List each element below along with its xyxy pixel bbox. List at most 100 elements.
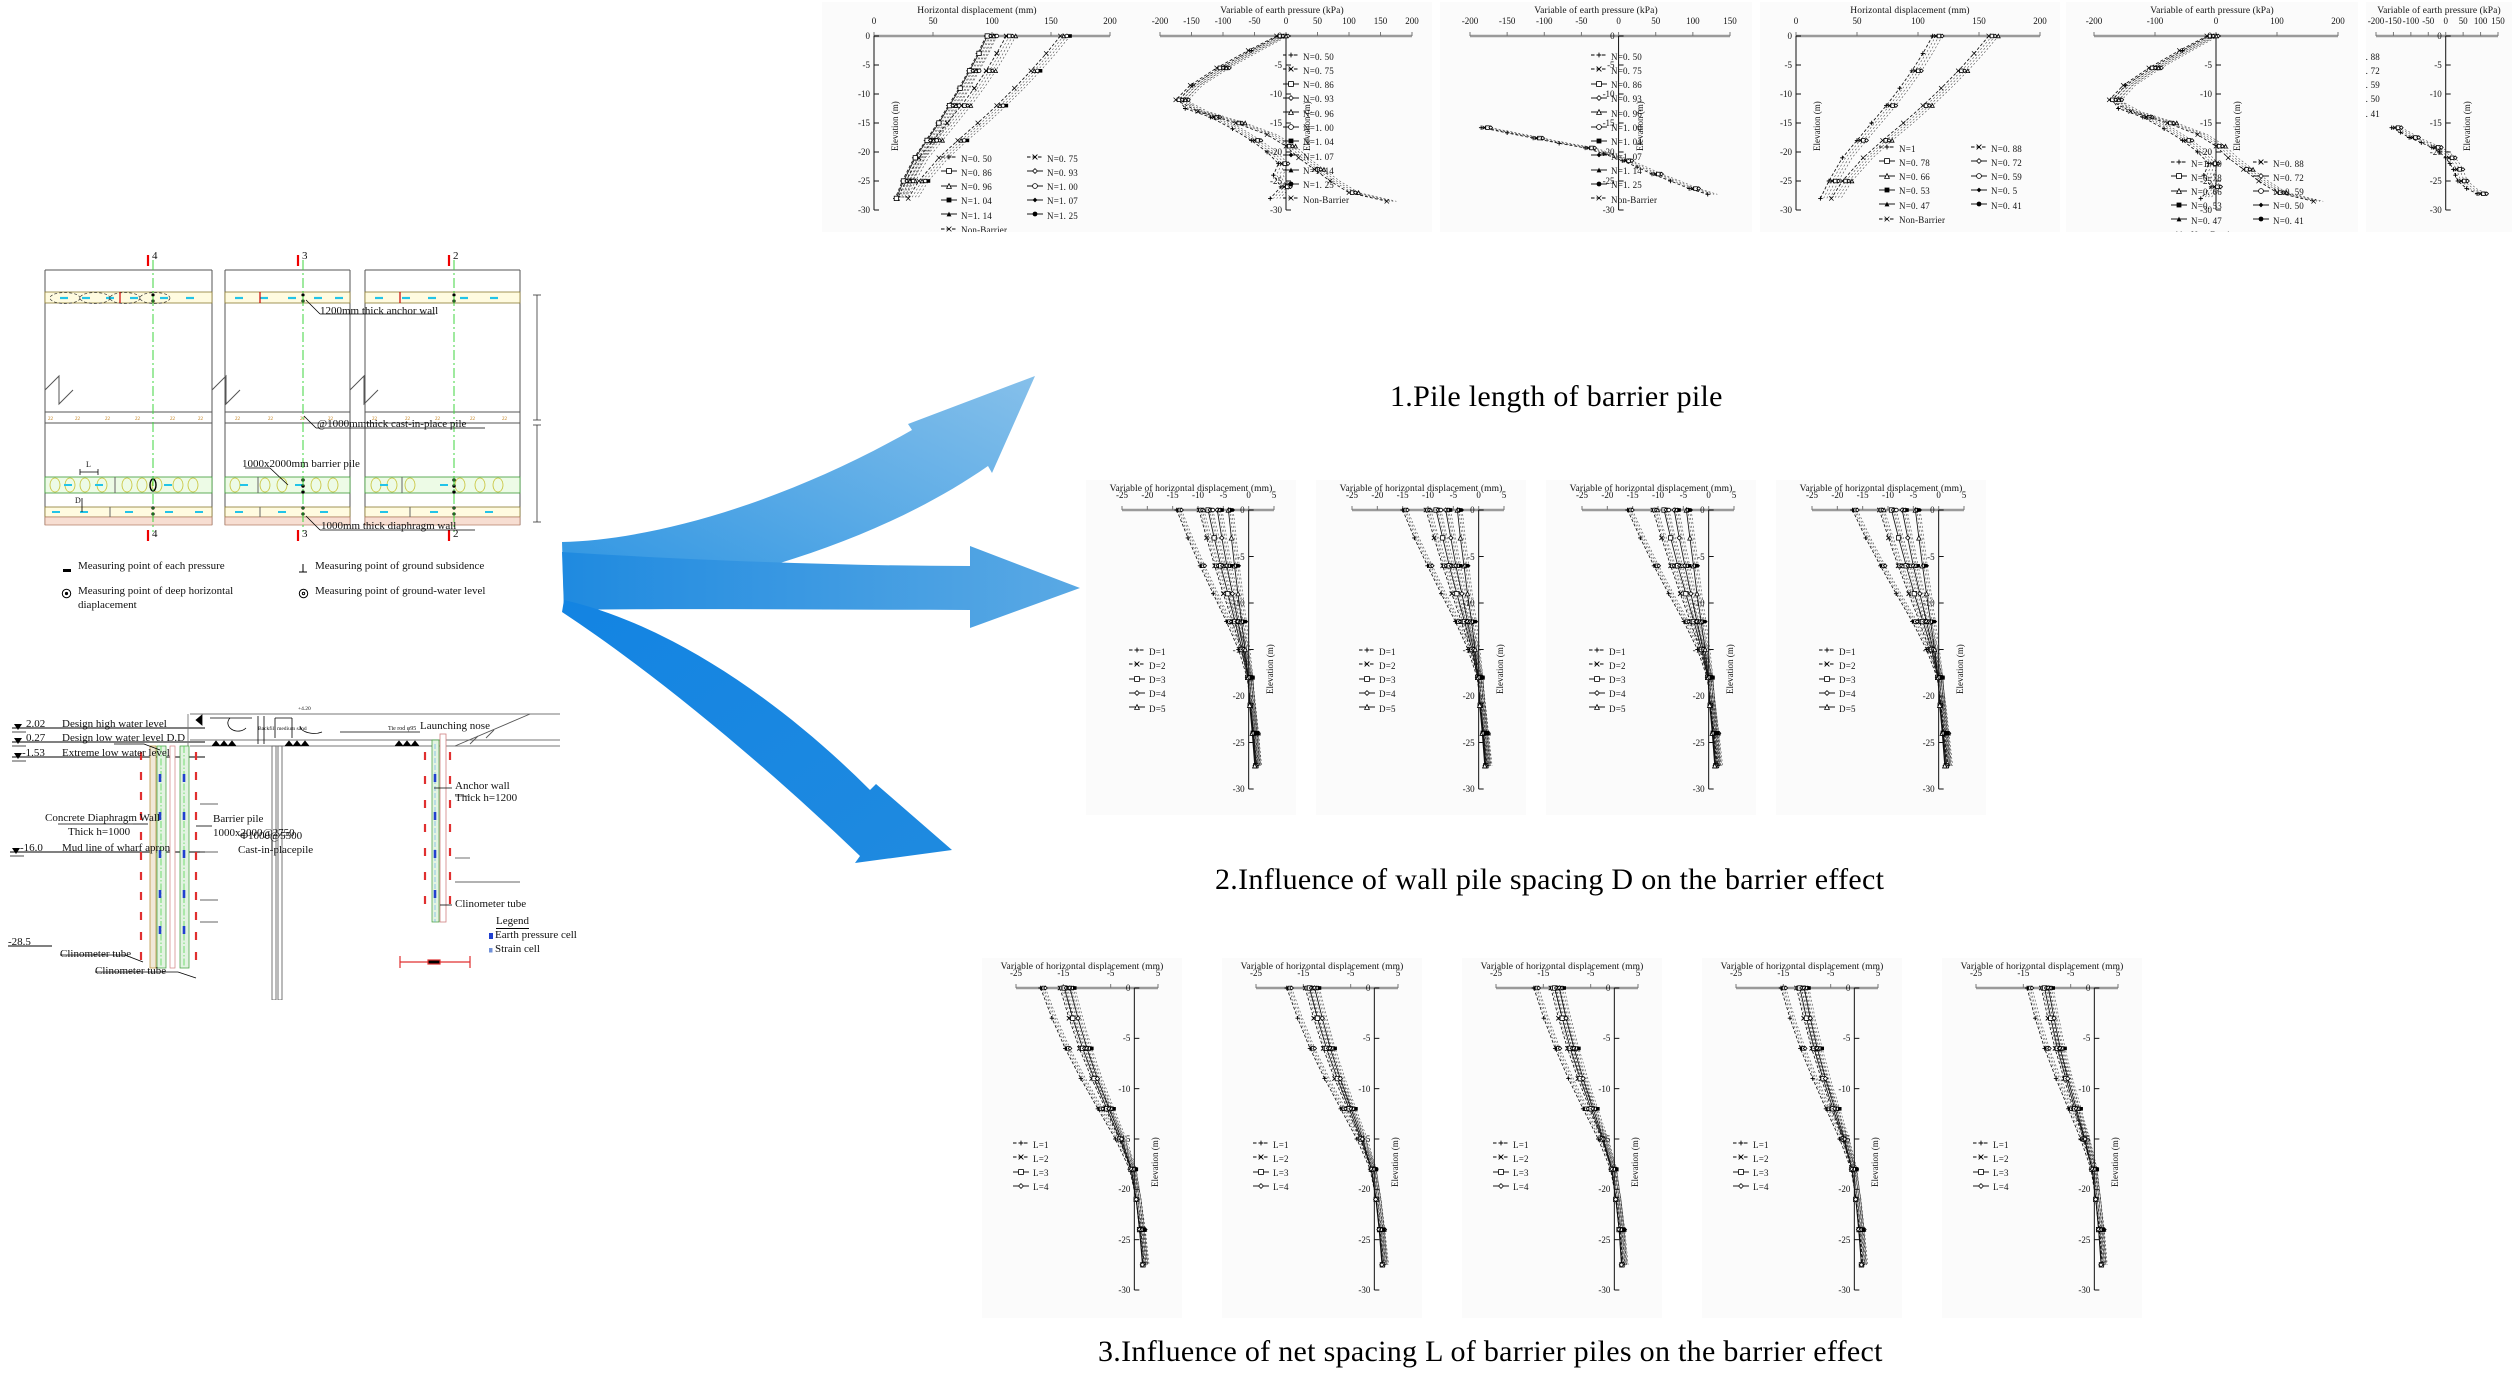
legend-marker-icon xyxy=(1590,165,1611,179)
svg-text:22: 22 xyxy=(372,417,378,422)
legend-item: N=1. 00 xyxy=(1282,122,1354,136)
legend-label: N=0. 86 xyxy=(1303,80,1334,91)
legend-item: L=1 xyxy=(1012,1138,1072,1152)
svg-text:22: 22 xyxy=(48,417,54,422)
legend-marker-icon xyxy=(1282,79,1303,93)
x-tick-label: 100 xyxy=(985,16,999,26)
legend-label: N=0. 96 xyxy=(1303,108,1334,119)
label-anchor-wall-thick: Thick h=1200 xyxy=(455,792,518,804)
legend-label: N=1. 25 xyxy=(1303,180,1334,191)
legend-item: Non-Barrier xyxy=(940,224,1012,232)
legend-marker-icon xyxy=(2170,229,2191,232)
legend-label: Non-Barrier xyxy=(2191,229,2237,232)
x-tick-label: 0 xyxy=(2443,16,2448,26)
y-tick-label: -20 xyxy=(1692,691,1705,701)
legend-label: N=0. 41 xyxy=(1991,200,2022,211)
legend-marker-icon xyxy=(1732,1181,1753,1195)
y-tick-label: -20 xyxy=(1598,1184,1611,1195)
chart-title: Variable of horizontal displacement (mm) xyxy=(1960,962,2124,972)
y-tick-label: 0 xyxy=(2437,31,2442,41)
legend-label: D=4 xyxy=(1379,689,1396,700)
legend-marker-icon xyxy=(1588,688,1609,702)
legend-label: N=1. 14 xyxy=(1303,166,1334,176)
legend-item: N=0. 72 xyxy=(2252,171,2320,185)
y-tick-label: 0 xyxy=(1125,983,1131,993)
legend-item: N=1. 25 xyxy=(1590,179,1662,193)
legend-marker-icon xyxy=(1012,1138,1033,1152)
legend-item: D=1 xyxy=(1818,645,1878,659)
chart-title: Variable of horizontal displacement (mm) xyxy=(1339,484,1503,494)
legend-label: L=1 xyxy=(1033,1139,1049,1150)
y-tick-label: -30 xyxy=(1232,784,1245,794)
x-tick-label: -5 xyxy=(1909,490,1918,500)
x-tick-label: 5 xyxy=(1501,490,1507,500)
x-tick-label: 0 xyxy=(1793,16,1799,26)
legend-label: N=0. 50 xyxy=(1611,51,1642,62)
legend-label: N=0. 66 xyxy=(1899,172,1930,183)
x-tick-label: -5 xyxy=(1346,968,1355,978)
legend-label: N=0. 41 xyxy=(2366,108,2380,119)
legend-label: D=2 xyxy=(1379,660,1396,671)
legend-marker-icon xyxy=(1026,209,1047,223)
x-tick-label: 0 xyxy=(871,16,877,26)
legend-marker-icon xyxy=(1128,659,1149,673)
legend-item: N=0. 93 xyxy=(1026,166,1098,180)
legend-label: N=0. 72 xyxy=(1991,157,2022,168)
svg-text:22: 22 xyxy=(170,417,176,422)
x-tick-label: -15 xyxy=(1166,490,1179,500)
legend-marker-icon xyxy=(1492,1181,1513,1195)
legend-label: N=1. 07 xyxy=(1047,196,1078,207)
x-tick-label: -20 xyxy=(1601,490,1614,500)
legend-label: L=2 xyxy=(1033,1153,1049,1164)
section-mark-2-bottom: 2 xyxy=(453,528,459,540)
legend-marker-icon xyxy=(1026,166,1047,180)
legend-label: D=1 xyxy=(1149,646,1166,657)
legend-item: L=1 xyxy=(1972,1138,2032,1152)
y-tick-label: -15 xyxy=(1838,1134,1851,1144)
legend-marker-icon xyxy=(1590,150,1611,164)
groundwater-point-icon xyxy=(298,588,309,599)
y-tick-label: -5 xyxy=(1362,1033,1371,1044)
chart-title: Variable of earth pressure (kPa) xyxy=(2377,6,2501,16)
legend-label: N=0. 86 xyxy=(961,167,992,178)
chart-title: Variable of horizontal displacement (mm) xyxy=(1480,962,1644,972)
y-tick-label: -15 xyxy=(1692,644,1705,655)
y-tick-label: -25 xyxy=(2078,1234,2091,1245)
x-tick-label: 50 xyxy=(928,16,938,26)
section-drawing: 2.02 Design high water level 0.27 Design… xyxy=(0,700,580,1001)
legend-item: N=0. 53 xyxy=(1878,185,1956,199)
legend-item: N=0. 72 xyxy=(2366,64,2394,78)
legend-item: L=4 xyxy=(1012,1181,1072,1195)
x-tick-label: 5 xyxy=(1635,968,1641,978)
y-tick-label: -5 xyxy=(2082,1033,2091,1044)
legend-label: N=0. 88 xyxy=(2366,51,2380,62)
chart-panel-r3c5: Variable of horizontal displacement (mm)… xyxy=(1942,958,2142,1318)
x-tick-label: -15 xyxy=(1297,968,1310,978)
legend-label: N=0. 53 xyxy=(1899,186,1930,197)
x-tick-label: -25 xyxy=(1970,968,1982,978)
legend-item: N=1. 07 xyxy=(1590,150,1662,164)
chart-title: Variable of horizontal displacement (mm) xyxy=(1799,484,1963,494)
y-tick-label: -25 xyxy=(1692,737,1705,748)
dim-label-D: D xyxy=(75,496,81,505)
x-tick-label: 100 xyxy=(1911,16,1925,26)
legend-marker-icon xyxy=(940,209,961,223)
x-tick-label: -100 xyxy=(1536,16,1553,26)
y-tick-label: -10 xyxy=(1462,598,1475,608)
legend-item: N=1. 04 xyxy=(1590,136,1662,150)
legend-marker-icon xyxy=(1590,50,1611,64)
legend-label: Non-Barrier xyxy=(1899,215,1946,226)
y-tick-label: -15 xyxy=(1602,118,1615,128)
y-tick-label: -30 xyxy=(1358,1285,1371,1295)
label-barrier-pile-spacing: 1000x2000@2750 xyxy=(213,827,295,839)
x-tick-label: -25 xyxy=(1730,968,1742,978)
legend-marker-icon xyxy=(1590,122,1611,136)
legend-label: N=1. 04 xyxy=(1303,137,1334,148)
legend-item: N=0. 47 xyxy=(2170,214,2238,228)
level-value-4: -16.0 xyxy=(20,842,43,854)
legend-label: L=3 xyxy=(1273,1168,1289,1179)
legend-item: N=0. 78 xyxy=(2170,171,2238,185)
